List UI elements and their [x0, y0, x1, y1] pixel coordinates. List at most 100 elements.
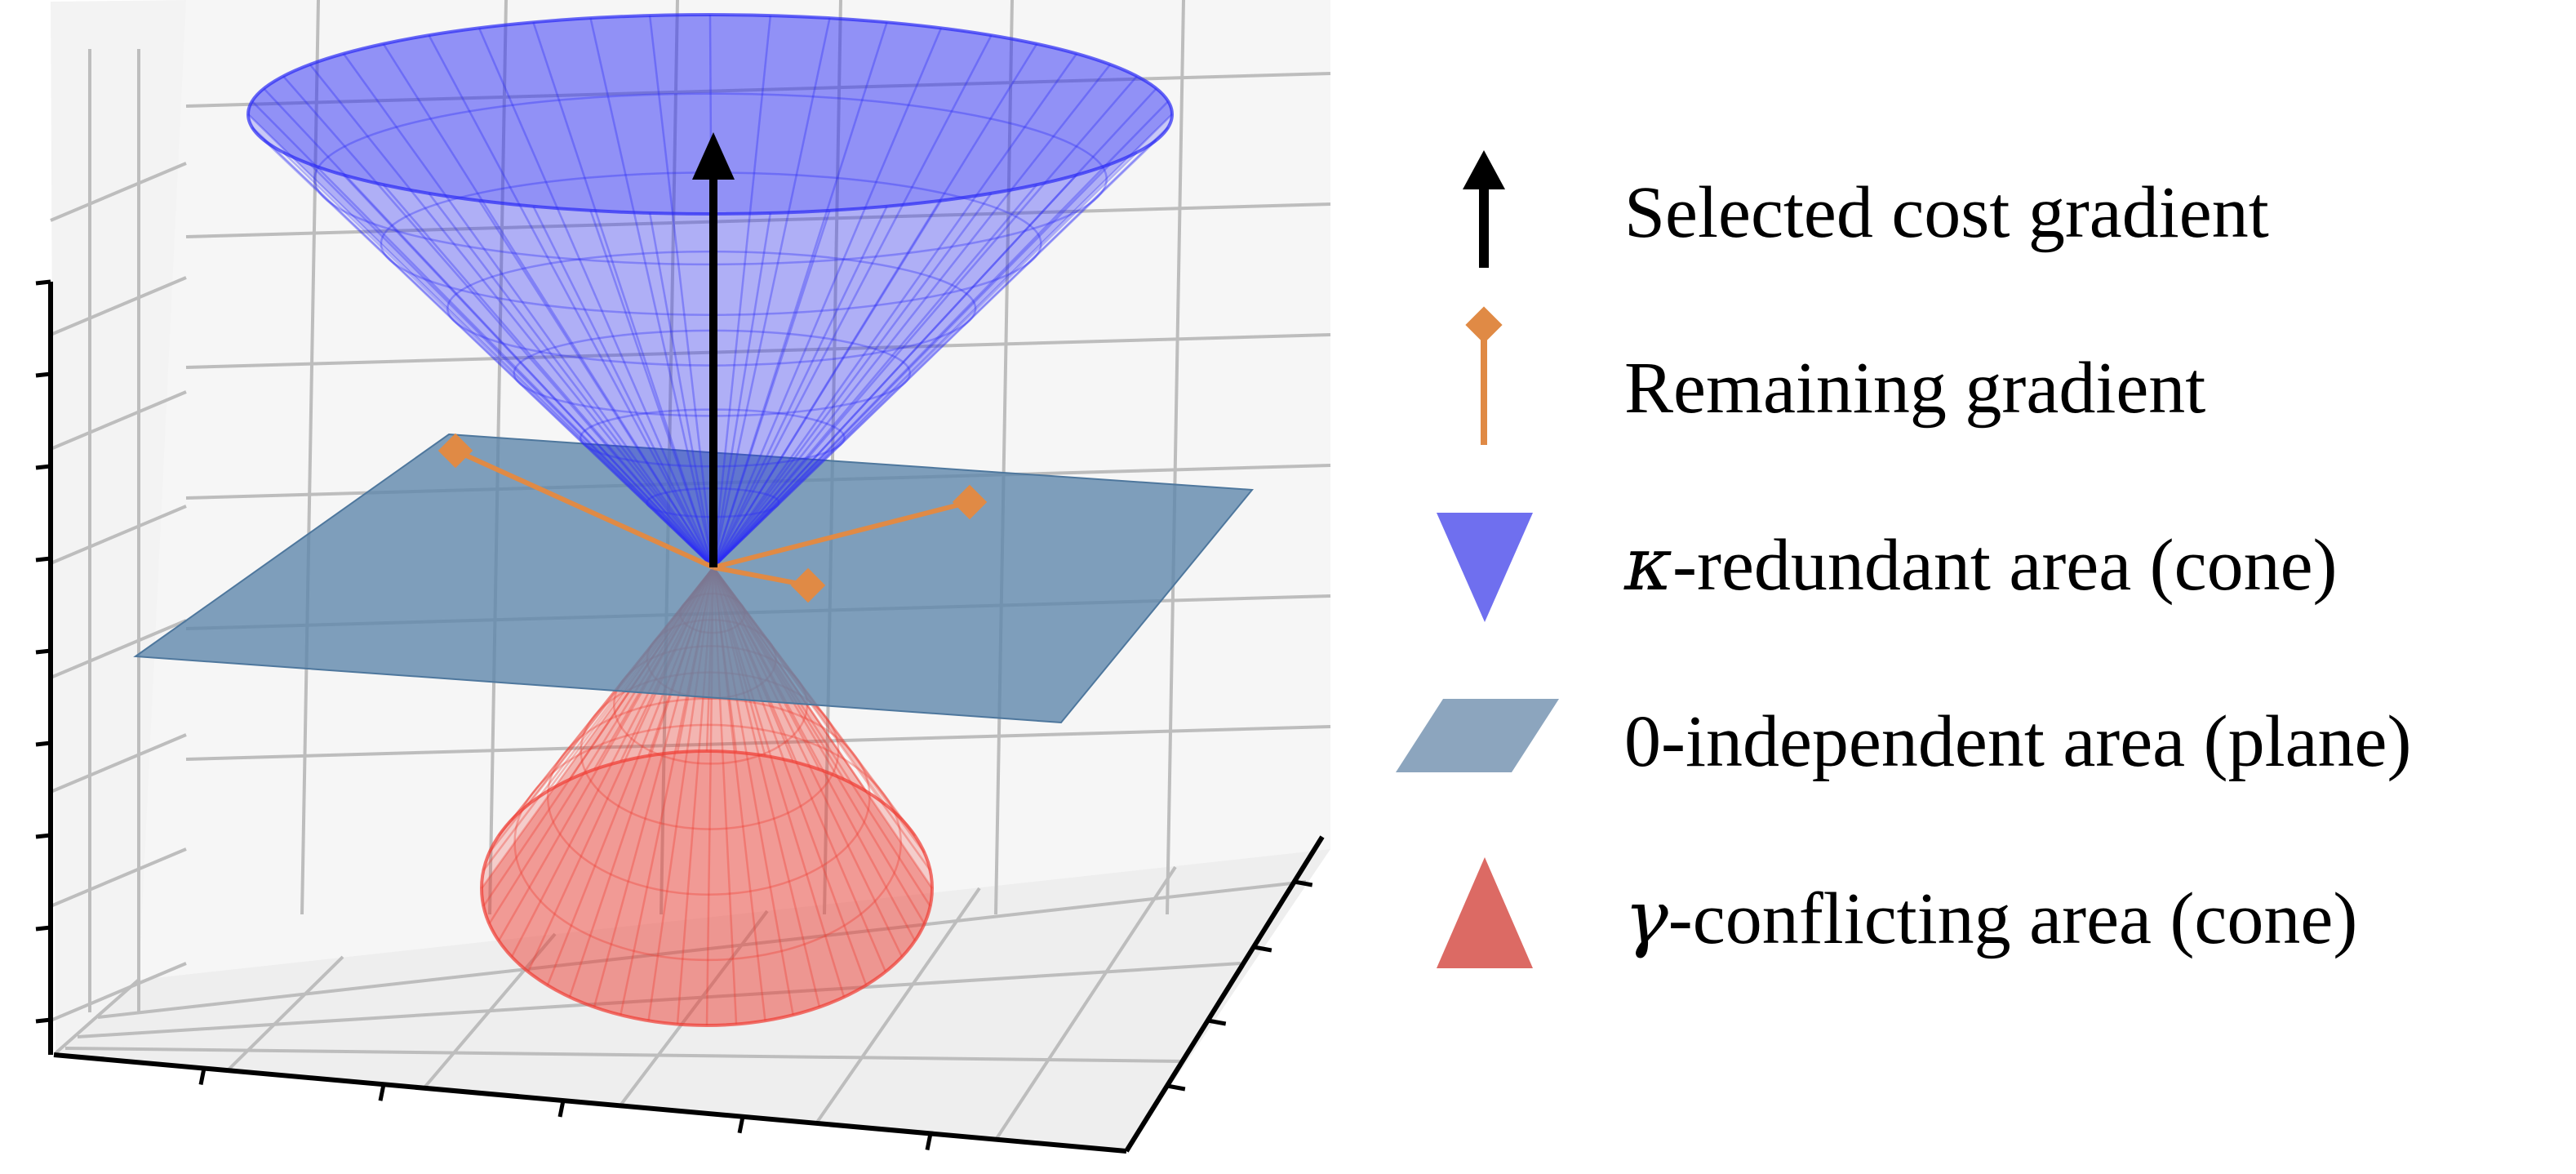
axis-tick-bottom-0 [198, 1068, 207, 1086]
left-pane [51, 0, 189, 1053]
upper-cone-line-2 [713, 139, 1157, 568]
grid-line-back-h-5 [185, 725, 1331, 761]
upper-cone-line-30 [382, 43, 715, 568]
legend: Selected cost gradient Remaining gradien… [1396, 150, 2411, 968]
axis-tick-bottom-2 [557, 1100, 566, 1118]
axis-tick-right-3 [1166, 1083, 1186, 1092]
upper-cone-line-4 [713, 163, 1112, 568]
legend-symbol-gamma: γ [1624, 875, 1668, 961]
axis-tick-right-1 [1253, 945, 1272, 953]
upper-cone-line-11 [712, 212, 772, 568]
upper-cone-line-47 [713, 100, 1170, 568]
parallelogram-icon [1396, 699, 1559, 772]
grid-line-left-h-5 [50, 733, 187, 794]
grid-line-left-h-0 [50, 162, 187, 222]
front-bottom-axis [53, 1052, 1127, 1154]
legend-text-kappa: -redundant area (cone) [1672, 525, 2337, 606]
selected-gradient [692, 132, 735, 567]
diamond-stem-icon [1465, 306, 1503, 445]
axis-tick-vertical-6 [35, 833, 51, 839]
grid-line-floor-b-0 [97, 880, 1307, 1019]
upper-cone-line-23 [251, 127, 714, 568]
axis-tick-bottom-1 [378, 1083, 386, 1101]
axes [48, 282, 1325, 1154]
upper-cone-line-35 [648, 15, 715, 568]
axis-tick-bottom-4 [925, 1132, 933, 1150]
legend-label-conflicting: γ-conflicting area (cone) [1624, 875, 2357, 961]
grid-line-back-v-4 [994, 0, 1014, 915]
upper-cone-line-0 [713, 113, 1173, 568]
grid-line-left-h-2 [50, 390, 187, 451]
triangle-down-icon [1437, 513, 1533, 622]
upper-cone-line-33 [532, 21, 715, 568]
upper-cone-line-19 [343, 174, 714, 568]
remaining-gradient-2-tip [952, 484, 988, 520]
upper-cone-line-18 [382, 184, 714, 568]
upper-cone-line-42 [712, 43, 1038, 568]
grid-line-left-h-6 [50, 847, 187, 908]
grid-line-left-h-4 [50, 619, 187, 679]
grid-line-left-h-1 [50, 276, 187, 336]
grid-line-back-v-0 [300, 0, 320, 915]
grid-line-left-h-7 [50, 962, 187, 1022]
plot-3d [35, 0, 1331, 1154]
legend-item-redundant: κ-redundant area (cone) [1437, 513, 2338, 622]
grid-line-back-h-1 [185, 202, 1331, 238]
upper-cone-line-16 [477, 199, 715, 568]
upper-cone-line-29 [342, 53, 715, 568]
upper-cone-line-15 [532, 206, 715, 568]
legend-label-independent: 0-independent area (plane) [1624, 701, 2411, 782]
upper-cone-line-41 [712, 34, 993, 568]
grid-line-left-h-3 [50, 505, 187, 565]
upper-cone-line-6 [713, 184, 1038, 568]
upper-cone-line-5 [713, 174, 1077, 568]
upper-cone-line-1 [713, 127, 1170, 568]
legend-symbol-kappa: κ [1623, 522, 1672, 607]
grid-line-back-h-2 [185, 333, 1331, 369]
remaining-gradients [437, 433, 988, 603]
upper-cone-line-22 [263, 139, 714, 568]
selected-gradient-head [692, 132, 735, 180]
upper-cone-line-45 [713, 75, 1138, 568]
upper-cone-line-32 [477, 27, 715, 568]
grid-line-back-v-3 [823, 0, 842, 915]
upper-cone-line-44 [713, 64, 1112, 568]
upper-cone-line-20 [309, 163, 714, 568]
axis-tick-vertical-5 [35, 740, 51, 747]
lower-cone-ring-5 [546, 697, 871, 896]
axis-tick-vertical-0 [35, 279, 51, 286]
upper-cone-line-3 [713, 151, 1138, 568]
axis-tick-vertical-3 [35, 556, 51, 563]
remaining-gradient-1 [454, 448, 715, 570]
axis-tick-right-0 [1294, 879, 1313, 887]
upper-cone-line-34 [589, 17, 715, 568]
legend-label-remaining: Remaining gradient [1624, 348, 2205, 429]
lower-cone-body [482, 567, 932, 1025]
upper-cone-line-43 [712, 53, 1078, 568]
legend-item-remaining: Remaining gradient [1465, 306, 2205, 445]
remaining-gradient-3 [713, 565, 809, 588]
legend-label-selected: Selected cost gradient [1624, 172, 2269, 253]
upper-cone-line-31 [428, 34, 715, 568]
axis-tick-vertical-8 [35, 1017, 51, 1024]
floor-pane [56, 849, 1330, 1151]
upper-cone-line-14 [589, 210, 715, 568]
upper-cone-line-17 [428, 193, 714, 568]
axis-tick-vertical-7 [35, 925, 51, 932]
upper-cone-line-10 [712, 210, 831, 568]
grid-line-floor-a-5 [994, 865, 1177, 1141]
axis-tick-vertical-1 [35, 371, 51, 378]
legend-text-gamma: -conflicting area (cone) [1668, 878, 2358, 959]
grid-line-floor-a-0 [54, 978, 140, 1055]
lower-cone-rim [480, 749, 934, 1027]
arrow-up-icon [1463, 150, 1505, 268]
upper-cone-line-26 [263, 87, 714, 568]
grid-line-floor-b-1 [77, 962, 1241, 1038]
axis-tick-vertical-2 [35, 464, 51, 470]
upper-cone-line-37 [712, 15, 772, 568]
legend-item-conflicting: γ-conflicting area (cone) [1437, 857, 2357, 968]
upper-cone-line-8 [712, 199, 943, 568]
legend-label-redundant: κ-redundant area (cone) [1623, 522, 2338, 607]
legend-item-independent: 0-independent area (plane) [1396, 699, 2411, 782]
